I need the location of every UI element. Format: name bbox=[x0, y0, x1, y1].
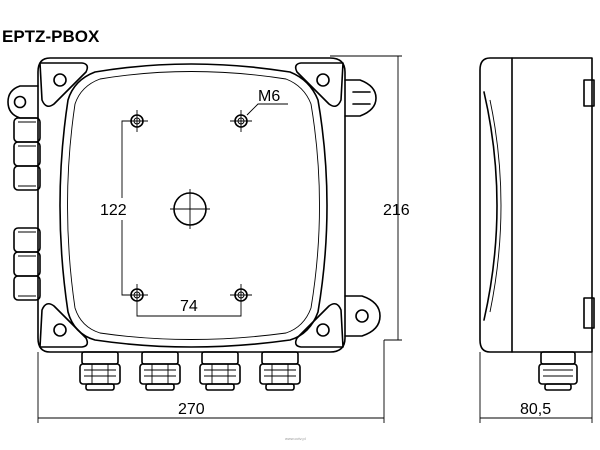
height-dimension-line bbox=[330, 55, 402, 341]
hinge-top bbox=[13, 117, 41, 191]
corner-lug-bottom-right bbox=[294, 302, 344, 348]
thread-label: M6 bbox=[258, 88, 280, 105]
front-view: M6 122 74 bbox=[7, 55, 410, 423]
depth-label: 80,5 bbox=[520, 401, 551, 418]
cable-gland-4 bbox=[259, 351, 301, 391]
mounting-hole-top-left bbox=[126, 110, 148, 132]
watermark: www.cctv.pl bbox=[285, 436, 306, 441]
side-cable-gland bbox=[538, 351, 578, 391]
lid-outline bbox=[59, 63, 328, 348]
mounting-hole-bottom-right bbox=[230, 284, 252, 306]
width-label: 270 bbox=[178, 401, 205, 418]
height-label: 216 bbox=[383, 202, 410, 219]
corner-lug-top-left bbox=[39, 62, 89, 108]
center-hole bbox=[170, 189, 210, 229]
corner-lug-top-right bbox=[294, 62, 344, 108]
thread-leader bbox=[246, 103, 288, 116]
corner-lug-bottom-left bbox=[39, 302, 89, 348]
side-latch-bottom bbox=[583, 297, 595, 329]
hole-horizontal-dimension-line bbox=[136, 306, 242, 317]
lid-outline-inner bbox=[67, 71, 320, 340]
side-view: 80,5 bbox=[479, 57, 595, 423]
mounting-ear-left bbox=[7, 85, 39, 119]
cable-gland-1 bbox=[79, 351, 121, 391]
mounting-hole-top-right bbox=[230, 110, 252, 132]
depth-dimension-line bbox=[479, 352, 593, 423]
hole-vertical-label-bg bbox=[96, 198, 136, 220]
hole-horizontal-label: 74 bbox=[180, 298, 198, 315]
cable-gland-2 bbox=[139, 351, 181, 391]
width-dimension-line bbox=[37, 340, 385, 423]
mounting-ear-right-bottom bbox=[344, 295, 381, 337]
hole-vertical-label: 122 bbox=[100, 202, 127, 219]
cable-gland-3 bbox=[199, 351, 241, 391]
side-housing-outline bbox=[479, 57, 593, 353]
product-title: EPTZ-PBOX bbox=[2, 27, 100, 46]
mounting-ear-right-top bbox=[344, 79, 377, 117]
side-lid-curve bbox=[483, 91, 498, 321]
hinge-bottom bbox=[13, 227, 41, 301]
side-latch-top bbox=[583, 79, 595, 107]
mounting-hole-bottom-left bbox=[126, 284, 148, 306]
